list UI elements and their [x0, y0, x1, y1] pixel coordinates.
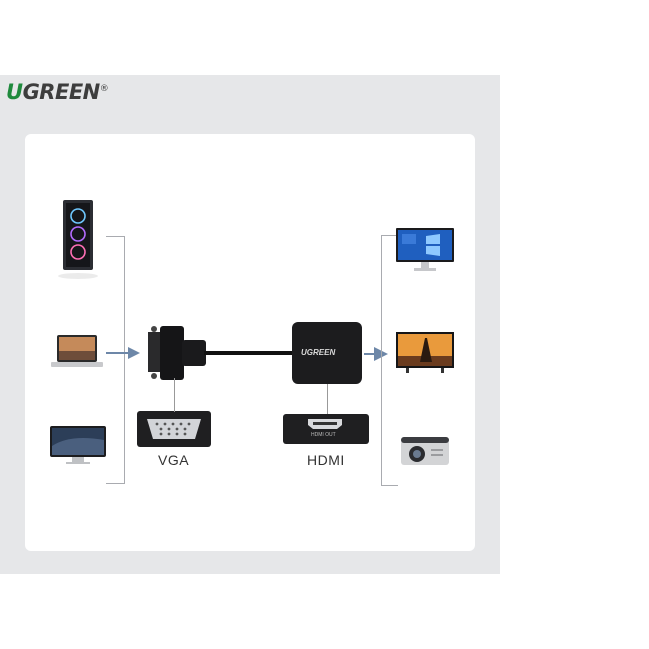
adapter-brand-label: UGREEN	[301, 348, 336, 357]
source-bracket	[106, 236, 125, 484]
vga-port-socket-icon	[147, 419, 201, 439]
projector-icon	[401, 437, 449, 465]
hdmi-port-socket-icon	[308, 419, 342, 429]
vga-label: VGA	[158, 452, 190, 468]
hdmi-label: HDMI	[307, 452, 345, 468]
device-shadow	[58, 273, 98, 279]
output-bracket	[381, 235, 398, 486]
television-icon	[396, 332, 454, 373]
adapter-cable	[204, 351, 294, 355]
hdmi-adapter	[292, 322, 362, 384]
all-in-one-computer-icon	[50, 426, 106, 464]
vga-callout-line	[174, 378, 175, 412]
arrow-right-icon	[106, 347, 140, 359]
ugreen-logo: UGREEN®	[6, 80, 109, 104]
laptop-icon	[51, 335, 103, 367]
monitor-icon	[396, 228, 454, 271]
hdmi-callout-line	[327, 384, 328, 414]
hdmi-out-label: HDMI OUT	[311, 432, 336, 438]
vga-connector-icon	[148, 326, 206, 380]
desktop-tower-icon	[63, 200, 93, 270]
